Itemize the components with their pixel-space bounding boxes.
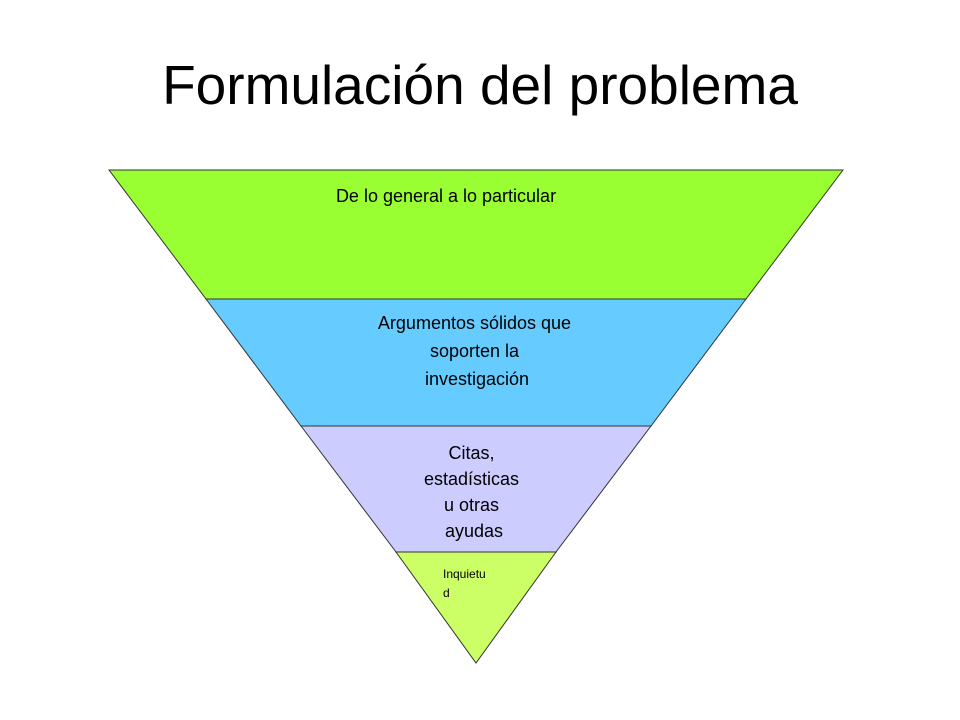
funnel-level-3-label: Citas, estadísticas u otras ayudas: [424, 443, 524, 541]
funnel-level-2-line-3: investigación: [425, 369, 529, 389]
funnel-level-2-label: Argumentos sólidos que soporten la inves…: [378, 313, 576, 389]
funnel-level-2-line-2: soporten la: [430, 341, 520, 361]
funnel-level-3-line-2: estadísticas: [424, 469, 519, 489]
funnel-level-3-line-1: Citas,: [448, 443, 494, 463]
funnel-level-4-line-1: Inquietu: [443, 567, 486, 581]
funnel-level-1-label: De lo general a lo particular: [336, 186, 556, 206]
funnel-level-1-line-1: De lo general a lo particular: [336, 186, 556, 206]
funnel-level-4-line-2: d: [443, 586, 450, 600]
funnel-level-2-line-1: Argumentos sólidos que: [378, 313, 571, 333]
funnel-level-4-label: Inquietu d: [443, 567, 489, 600]
funnel-level-4-band: [395, 551, 557, 664]
slide-title: Formulación del problema: [162, 54, 798, 116]
funnel-level-3-line-4: ayudas: [445, 521, 503, 541]
funnel-level-3-line-3: u otras: [444, 495, 499, 515]
